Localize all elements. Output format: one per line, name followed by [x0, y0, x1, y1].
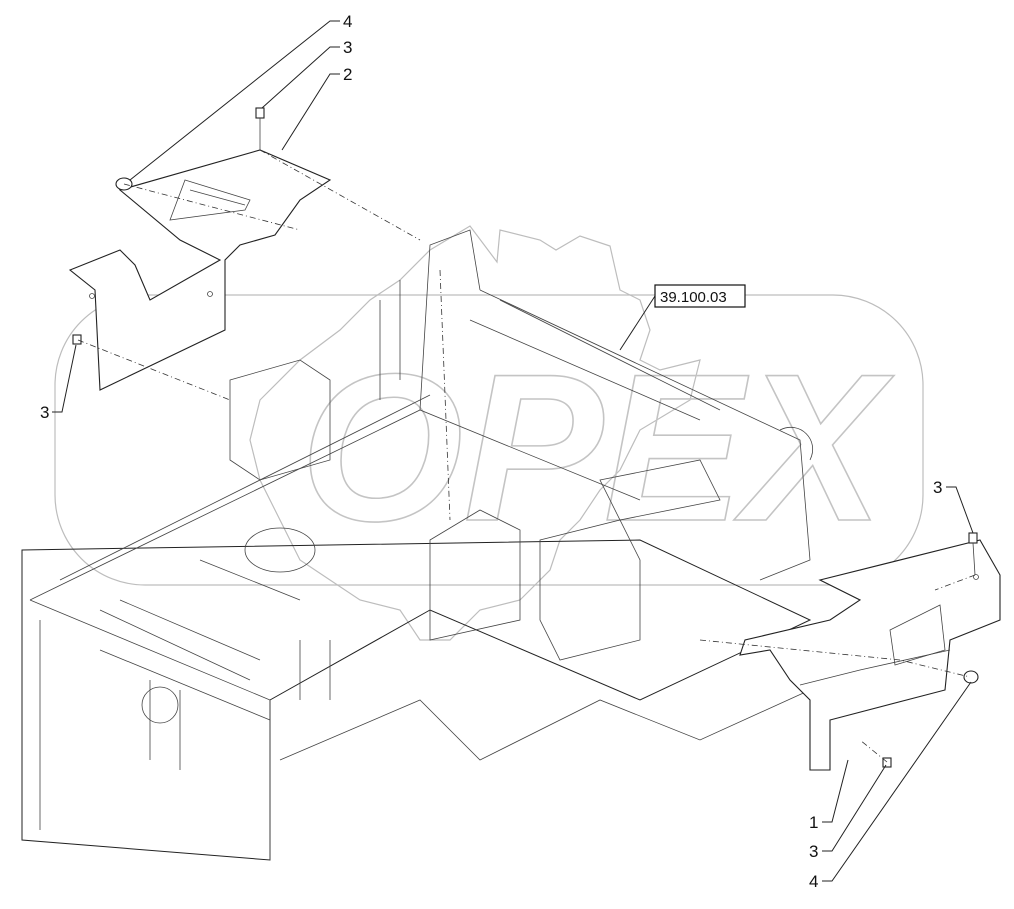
- shield-part-2: [68, 149, 332, 391]
- bolt-icon: [255, 107, 265, 150]
- main-frame: [21, 229, 813, 861]
- shield-part-1: [739, 539, 1001, 771]
- leader-lines: [52, 20, 974, 882]
- callout-top-4: 4: [343, 12, 352, 31]
- reference-box[interactable]: 39.100.03: [654, 284, 746, 308]
- callout-top-3: 3: [343, 38, 352, 57]
- bolt-icon: [72, 334, 82, 345]
- callout-bottom-4: 4: [809, 872, 818, 891]
- watermark-logo: OPEX: [54, 294, 924, 586]
- callout-left-3: 3: [40, 403, 49, 422]
- assembly-lines: [77, 149, 976, 763]
- watermark-gear-icon: [249, 225, 701, 641]
- callout-top-2: 2: [343, 65, 352, 84]
- reference-label: 39.100.03: [660, 289, 727, 306]
- clip-icon: [963, 670, 979, 684]
- callout-bottom-1: 1: [809, 813, 818, 832]
- bolt-icon: [882, 757, 892, 768]
- callout-bottom-3: 3: [809, 842, 818, 861]
- watermark-text: OPEX: [300, 330, 894, 565]
- callout-right-3: 3: [933, 478, 942, 497]
